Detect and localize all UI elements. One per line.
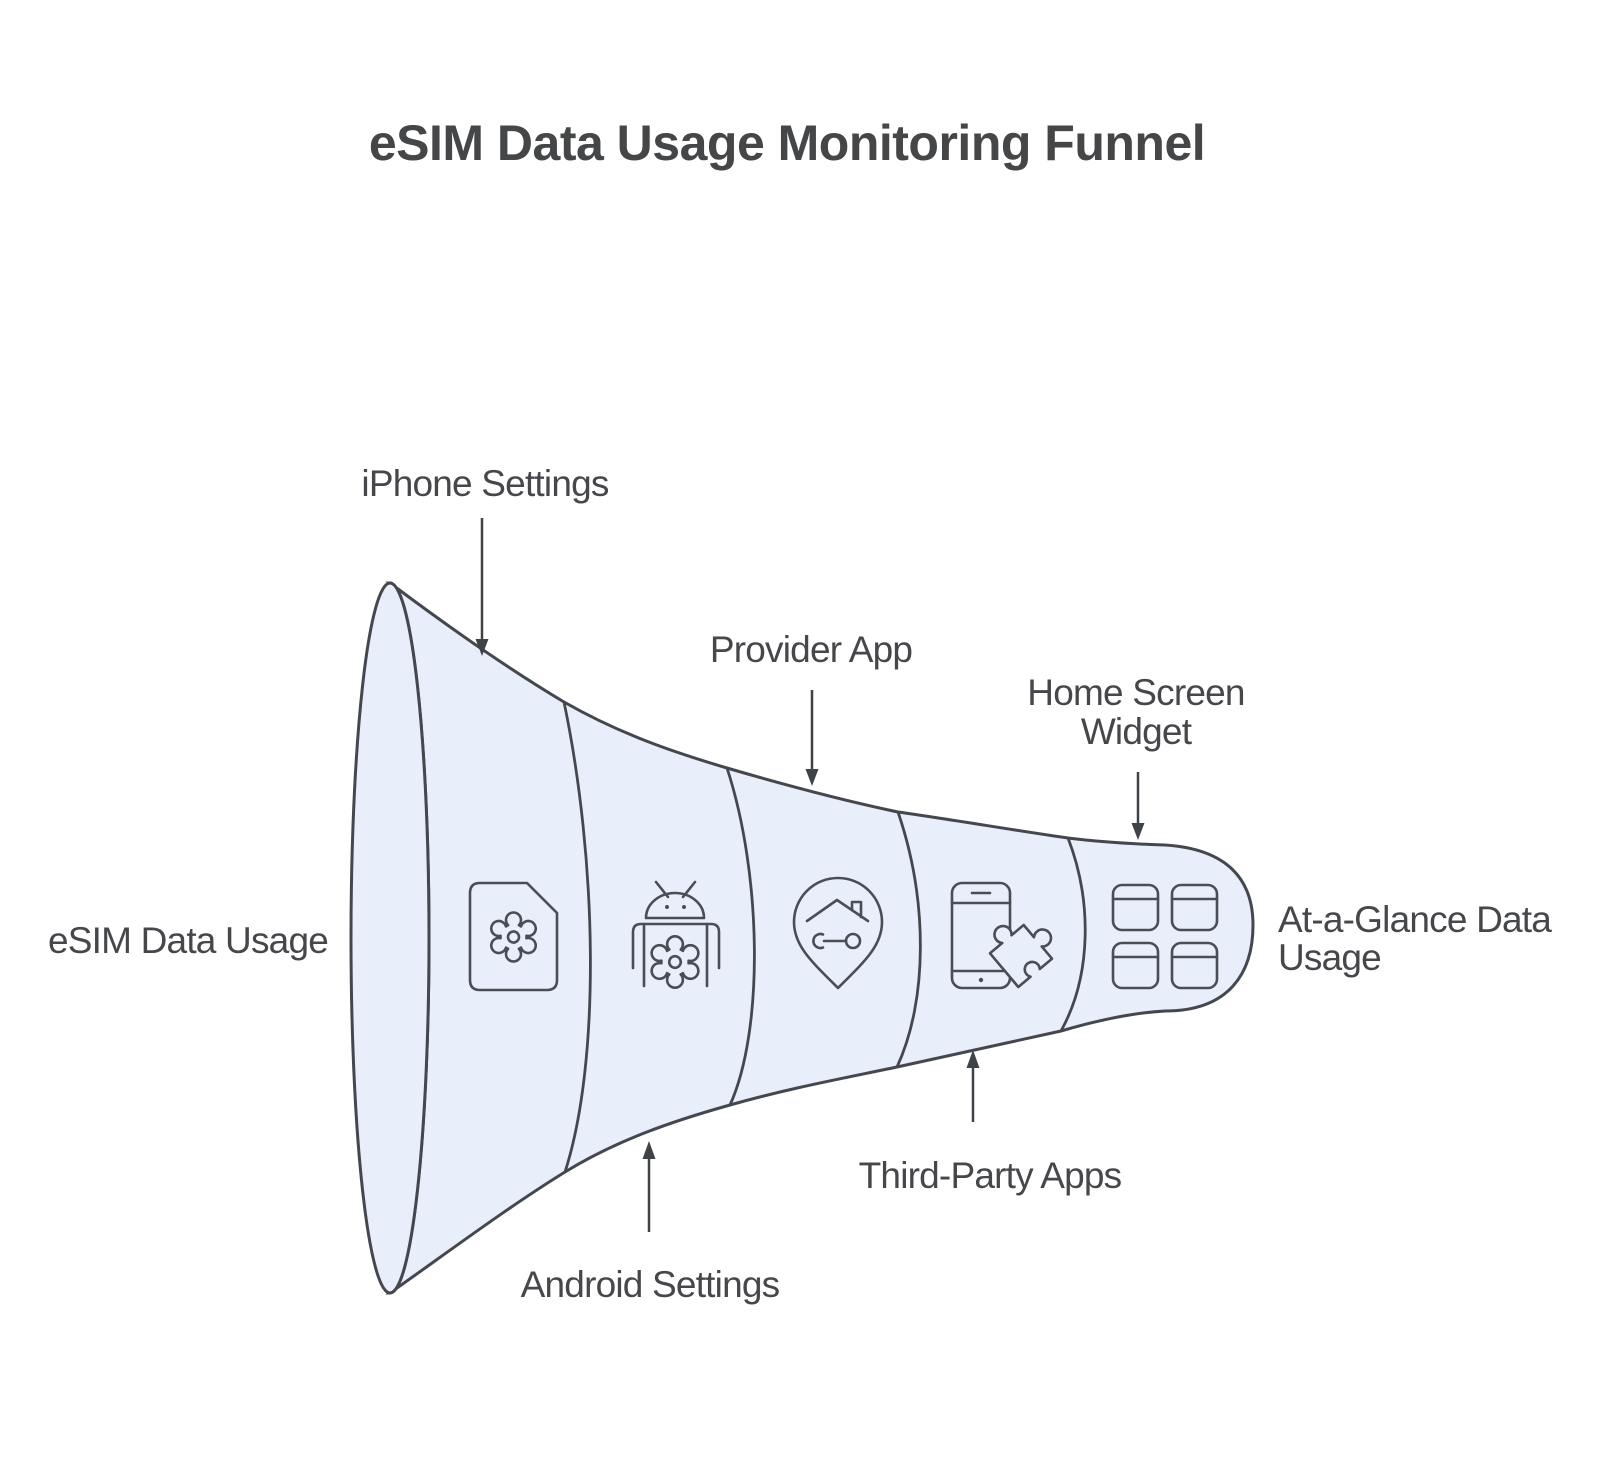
stage-label-home-screen-widget-line2: Widget — [1081, 711, 1193, 752]
segment-divider-1 — [562, 701, 592, 1173]
funnel-input-label: eSIM Data Usage — [48, 920, 328, 961]
sim-card-gear-icon — [468, 881, 559, 992]
phone-puzzle-icon — [950, 881, 1054, 990]
arrow-android-settings — [642, 1141, 656, 1232]
segment-divider-4 — [1059, 837, 1087, 1032]
stage-label-iphone-settings: iPhone Settings — [361, 463, 608, 504]
page-title: eSIM Data Usage Monitoring Funnel — [369, 115, 1205, 171]
stage-label-android-settings: Android Settings — [521, 1264, 780, 1305]
stage-label-home-screen-widget-line1: Home Screen — [1027, 672, 1244, 713]
stage-label-third-party-apps: Third-Party Apps — [859, 1155, 1122, 1196]
funnel-output-label-line2: Usage — [1278, 937, 1381, 978]
android-gear-icon — [631, 880, 721, 997]
segment-divider-3 — [895, 811, 922, 1068]
map-pin-tool-icon — [792, 876, 884, 990]
arrow-iphone-settings — [475, 518, 489, 656]
funnel-mouth — [349, 581, 431, 1295]
arrow-home-screen-widget — [1131, 772, 1145, 840]
widget-grid-icon — [1111, 883, 1219, 990]
arrow-provider-app — [805, 690, 819, 786]
stage-label-provider-app: Provider App — [710, 629, 912, 670]
funnel-output-label-line1: At-a-Glance Data — [1278, 899, 1552, 940]
arrow-third-party-apps — [966, 1050, 980, 1122]
segment-divider-2 — [725, 767, 756, 1106]
